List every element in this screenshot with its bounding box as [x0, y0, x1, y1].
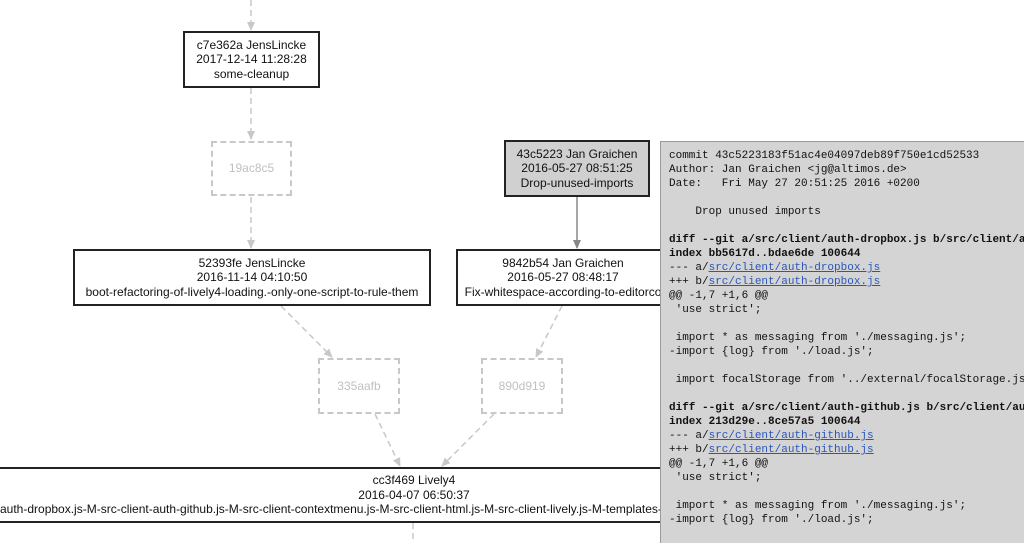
- commit-node-line: Fix-whitespace-according-to-editorco: [464, 284, 662, 299]
- diff-deleted-line: -import {log} from './load.js';: [669, 514, 874, 526]
- commit-node-c7e362a[interactable]: c7e362a JensLincke 2017-12-14 11:28:28 s…: [183, 31, 320, 88]
- edge-9842b54-to-890d919: [535, 305, 563, 358]
- diff-file-header: --- a/src/client/auth-dropbox.js: [669, 261, 1024, 275]
- diff-context-line: Date: Fri May 27 20:51:25 2016 +0200: [669, 178, 920, 190]
- diff-context-line: [669, 485, 1024, 499]
- commit-hash-line: commit 43c5223183f51ac4e04097deb89f750e1…: [669, 150, 980, 162]
- diff-hunk-line: @@ -1,7 +1,6 @@: [669, 458, 769, 470]
- commit-node-line: 890d919: [498, 378, 546, 393]
- edge-335aafb-to-cc3f469: [374, 413, 401, 467]
- commit-node-line: some-cleanup: [213, 66, 290, 81]
- commit-node-line: c7e362a JensLincke: [196, 37, 307, 52]
- diff-context-line: 'use strict';: [669, 304, 762, 316]
- commit-node-line: 43c5223 Jan Graichen: [516, 146, 638, 161]
- commit-node-line: cc3f469 Lively4: [372, 473, 456, 488]
- commit-node-line: 2016-04-07 06:50:37: [358, 487, 470, 502]
- commit-node-9842b54[interactable]: 9842b54 Jan Graichen 2016-05-27 08:48:17…: [456, 249, 670, 306]
- diff-header-line: index 213d29e..8ce57a5 100644: [669, 416, 861, 428]
- diff-context-line: [669, 317, 1024, 331]
- commit-node-line: auth-dropbox.js-M-src-client-auth-github…: [0, 502, 662, 517]
- diff-file-link[interactable]: src/client/auth-dropbox.js: [708, 262, 881, 274]
- diff-context-line: [669, 219, 1024, 233]
- commit-node-line: boot-refactoring-of-lively4-loading.-onl…: [85, 284, 419, 299]
- diff-context-line: import * as messaging from './messaging.…: [669, 332, 967, 344]
- commit-node-43c5223[interactable]: 43c5223 Jan Graichen 2016-05-27 08:51:25…: [504, 140, 650, 197]
- diff-header-line: diff --git a/src/client/auth-dropbox.js …: [669, 234, 1024, 246]
- commit-node-line: 2016-05-27 08:48:17: [507, 270, 619, 285]
- commit-node-line: 335aafb: [337, 378, 381, 393]
- commit-node-line: Drop-unused-imports: [520, 175, 634, 190]
- diff-file-link[interactable]: src/client/auth-github.js: [708, 430, 874, 442]
- commit-node-line: 2016-05-27 08:51:25: [521, 161, 633, 176]
- diff-header-line: diff --git a/src/client/auth-github.js b…: [669, 402, 1024, 414]
- commit-node-19ac8c5[interactable]: 19ac8c5: [211, 141, 292, 196]
- diff-context-line: [669, 359, 1024, 373]
- diff-context-line: Author: Jan Graichen <jg@altimos.de>: [669, 164, 907, 176]
- commit-node-cc3f469[interactable]: cc3f469 Lively4 2016-04-07 06:50:37 auth…: [0, 467, 670, 523]
- commit-diff-panel[interactable]: commit 43c5223183f51ac4e04097deb89f750e1…: [660, 141, 1024, 543]
- commit-node-line: 19ac8c5: [228, 161, 275, 176]
- diff-context-line: [669, 191, 1024, 205]
- edge-890d919-to-cc3f469: [441, 413, 495, 467]
- commit-node-line: 52393fe JensLincke: [198, 255, 306, 270]
- commit-node-line: 2017-12-14 11:28:28: [196, 52, 307, 67]
- diff-file-prefix: +++ b/: [669, 276, 709, 288]
- diff-context-line: Drop unused imports: [669, 206, 821, 218]
- commit-node-335aafb[interactable]: 335aafb: [318, 358, 400, 414]
- commit-node-890d919[interactable]: 890d919: [481, 358, 563, 414]
- diff-file-header: --- a/src/client/auth-github.js: [669, 429, 1024, 443]
- diff-file-link[interactable]: src/client/auth-dropbox.js: [708, 276, 881, 288]
- edge-52393fe-to-335aafb: [280, 305, 333, 358]
- diff-context-line: [669, 387, 1024, 401]
- diff-file-prefix: --- a/: [669, 262, 709, 274]
- commit-node-line: 9842b54 Jan Graichen: [502, 255, 624, 270]
- commit-node-line: 2016-11-14 04:10:50: [196, 270, 308, 285]
- diff-file-header: +++ b/src/client/auth-github.js: [669, 443, 1024, 457]
- diff-context-line: import * as messaging from './messaging.…: [669, 500, 967, 512]
- diff-header-line: index bb5617d..bdae6de 100644: [669, 248, 861, 260]
- diff-file-prefix: +++ b/: [669, 444, 709, 456]
- diff-hunk-line: @@ -1,7 +1,6 @@: [669, 290, 769, 302]
- diff-context-line: import focalStorage from '../external/fo…: [669, 374, 1024, 386]
- diff-file-link[interactable]: src/client/auth-github.js: [708, 444, 874, 456]
- diff-file-header: +++ b/src/client/auth-dropbox.js: [669, 275, 1024, 289]
- diff-file-prefix: --- a/: [669, 430, 709, 442]
- diff-deleted-line: -import {log} from './load.js';: [669, 346, 874, 358]
- diff-context-line: 'use strict';: [669, 472, 762, 484]
- commit-node-52393fe[interactable]: 52393fe JensLincke 2016-11-14 04:10:50 b…: [73, 249, 431, 306]
